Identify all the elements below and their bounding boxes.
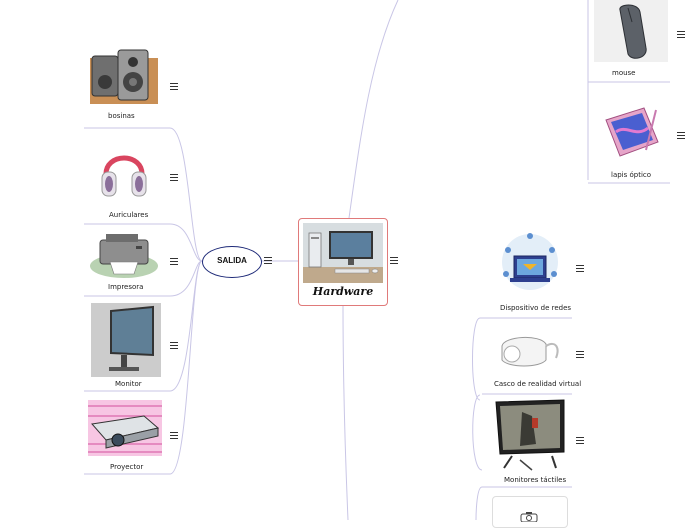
touch-monitor-image <box>495 399 565 471</box>
casco-menu-icon[interactable] <box>576 351 584 358</box>
topic-bosinas[interactable]: bosinas <box>84 46 158 124</box>
salida-menu-icon[interactable] <box>264 257 272 264</box>
speakers-image <box>90 49 158 104</box>
topic-label: lapis óptico <box>611 171 652 179</box>
central-topic-title: Hardware <box>312 285 374 298</box>
subtopic-salida[interactable]: SALIDA <box>202 246 262 278</box>
topic-label: bosinas <box>108 112 135 120</box>
proyector-menu-icon[interactable] <box>170 432 178 439</box>
topic-auriculares[interactable]: Auriculares <box>84 140 170 220</box>
lapis-optico-menu-icon[interactable] <box>677 132 685 139</box>
topic-camera[interactable] <box>484 492 574 528</box>
topic-label: mouse <box>612 69 636 77</box>
monitores-tactiles-menu-icon[interactable] <box>576 437 584 444</box>
printer-image <box>90 234 158 278</box>
impresora-menu-icon[interactable] <box>170 258 178 265</box>
auriculares-menu-icon[interactable] <box>170 174 178 181</box>
topic-impresora[interactable]: Impresora <box>84 230 170 292</box>
mouse-image <box>594 0 668 62</box>
camera-image <box>520 512 538 522</box>
topic-dispositivo-de-redes[interactable]: Dispositivo de redes <box>484 226 574 318</box>
topic-monitor[interactable]: Monitor <box>84 302 170 388</box>
computer-desk-image <box>303 223 383 283</box>
bosinas-menu-icon[interactable] <box>170 83 178 90</box>
topic-label: Monitor <box>115 380 142 388</box>
topic-lapis-optico[interactable]: lapis óptico <box>592 100 672 182</box>
central-menu-icon[interactable] <box>390 257 398 264</box>
topic-label: Monitores táctiles <box>504 476 567 484</box>
topic-proyector[interactable]: Proyector <box>84 400 170 472</box>
topic-mouse[interactable]: mouse <box>592 0 672 82</box>
central-topic-hardware[interactable]: Hardware <box>298 218 388 306</box>
topic-label: Dispositivo de redes <box>500 304 572 312</box>
topic-casco-realidad-virtual[interactable]: Casco de realidad virtual <box>484 322 582 394</box>
monitor-image <box>91 303 161 377</box>
mouse-menu-icon[interactable] <box>677 31 685 38</box>
vr-headset-image <box>496 324 564 376</box>
salida-label: SALIDA <box>217 256 247 265</box>
projector-image <box>88 400 162 456</box>
network-device-image <box>502 233 558 290</box>
topic-label: Auriculares <box>109 211 149 219</box>
headphones-image <box>101 155 147 197</box>
topic-label: Casco de realidad virtual <box>494 380 582 388</box>
dispositivo-de-redes-menu-icon[interactable] <box>576 265 584 272</box>
topic-monitores-tactiles[interactable]: Monitores táctiles <box>484 396 574 486</box>
stylus-tablet-image <box>605 107 659 157</box>
topic-label: Proyector <box>110 463 144 471</box>
monitor-menu-icon[interactable] <box>170 342 178 349</box>
topic-label: Impresora <box>108 283 144 291</box>
